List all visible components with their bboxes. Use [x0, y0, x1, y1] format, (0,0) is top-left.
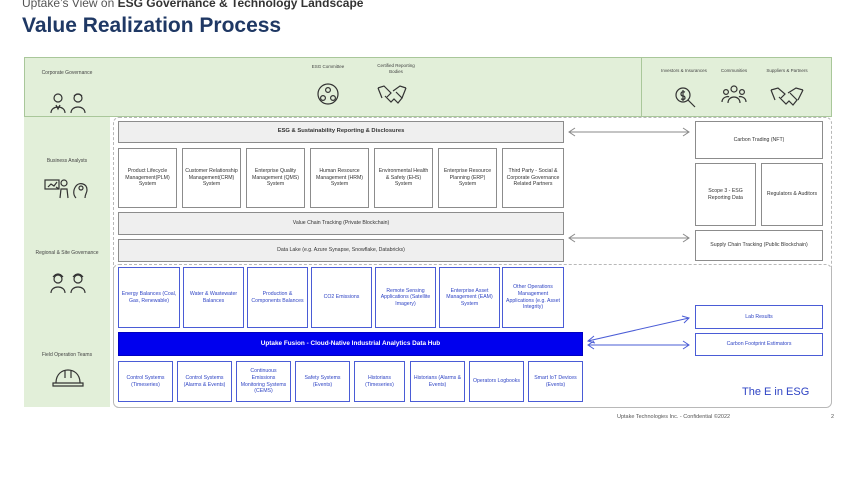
- ehs-system-box: Environmental Health & Safety (EHS) Syst…: [374, 148, 433, 208]
- partners-handshake-icon: [770, 85, 804, 107]
- crm-system-box: Customer Relationship Management(CRM) Sy…: [182, 148, 241, 208]
- safety-systems-box: Safety Systems (Events): [295, 361, 350, 402]
- energy-balances-box: Energy Balances (Coal, Gas, Renewable): [118, 267, 180, 328]
- carbon-footprint-box: Carbon Footprint Estimators: [695, 333, 823, 356]
- regulators-box: Regulators & Auditors: [761, 163, 823, 226]
- footer-confidential: Uptake Technologies Inc. - Confidential …: [617, 414, 731, 420]
- smart-iot-box: Smart IoT Devices (Events): [528, 361, 583, 402]
- scope3-box: Scope 3 - ESG Reporting Data: [695, 163, 756, 226]
- plm-system-box: Product Lifecycle Management(PLM) System: [118, 148, 177, 208]
- arrow-hub-lab-results: [586, 315, 690, 344]
- value-chain-box: Value Chain Tracking (Private Blockchain…: [118, 212, 564, 235]
- production-balances-box: Production & Components Balances: [247, 267, 308, 328]
- erp-system-box: Enterprise Resource Planning (ERP) Syste…: [438, 148, 497, 208]
- remote-sensing-box: Remote Sensing Applications (Satellite I…: [375, 267, 436, 328]
- label-investors: Investors & Insurances: [661, 68, 707, 73]
- executives-icon: [48, 92, 88, 114]
- other-operations-box: Other Operations Management Applications…: [502, 267, 564, 328]
- label-certified-bodies: Certified Reporting Bodies: [377, 63, 415, 74]
- label-business-analysts: Business Analysts: [46, 158, 88, 164]
- stakeholder-band-top: [24, 57, 832, 117]
- eam-system-box: Enterprise Asset Management (EAM) System: [439, 267, 500, 328]
- lab-results-box: Lab Results: [695, 305, 823, 329]
- supply-chain-box: Supply Chain Tracking (Public Blockchain…: [695, 230, 823, 261]
- control-systems-timeseries-box: Control Systems (Timeseries): [118, 361, 173, 402]
- co2-emissions-box: CO2 Emissions: [311, 267, 372, 328]
- historians-timeseries-box: Historians (Timeseries): [354, 361, 405, 402]
- third-party-box: Third Party - Social & Corporate Governa…: [502, 148, 564, 208]
- analysts-icon: [44, 177, 90, 199]
- operators-logbooks-box: Operators Logbooks: [469, 361, 524, 402]
- arrow-datalake-supplychain: [568, 233, 690, 243]
- page-title: Value Realization Process: [22, 14, 282, 37]
- historians-alarms-box: Historians (Alarms & Events): [410, 361, 465, 402]
- reporting-disclosures-box: ESG & Sustainability Reporting & Disclos…: [118, 121, 564, 143]
- e-in-esg-frame: [113, 264, 832, 408]
- hard-hat-icon: [52, 368, 84, 388]
- data-lake-box: Data Lake (e.g. Azure Synapse, Snowflake…: [118, 239, 564, 262]
- stakeholder-band-divider: [641, 58, 642, 116]
- carbon-trading-box: Carbon Trading (NFT): [695, 121, 823, 159]
- label-suppliers: Suppliers & Partners: [766, 68, 808, 73]
- water-balances-box: Water & Wastewater Balances: [183, 267, 244, 328]
- e-in-esg-label: The E in ESG: [742, 386, 810, 398]
- control-systems-alarms-box: Control Systems (Alarms & Events): [177, 361, 232, 402]
- label-communities: Communities: [720, 68, 748, 73]
- site-managers-icon: [48, 272, 88, 294]
- label-esg-committee: ESG Committee: [311, 64, 345, 69]
- arrow-hub-carbon-footprint: [587, 340, 690, 350]
- magnifier-dollar-icon: [673, 85, 697, 109]
- label-field-operation: Field Operation Teams: [41, 352, 93, 358]
- label-regional-governance: Regional & Site Governance: [35, 250, 99, 256]
- community-icon: [721, 84, 747, 104]
- handshake-icon: [377, 84, 407, 106]
- uptake-fusion-hub: Uptake Fusion - Cloud-Native Industrial …: [118, 332, 583, 356]
- page-number: 2: [831, 414, 835, 420]
- cems-box: Continuous Emissions Monitoring Systems …: [236, 361, 291, 402]
- label-corporate-governance: Corporate Governance: [41, 70, 93, 76]
- supertitle: Uptake’s View on ESG Governance & Techno…: [22, 0, 363, 10]
- committee-icon: [316, 82, 340, 106]
- supertitle-bold: ESG Governance & Technology Landscape: [117, 0, 364, 10]
- arrow-reporting-carbon: [568, 127, 690, 137]
- hrm-system-box: Human Resource Management (HRM) System: [310, 148, 369, 208]
- qms-system-box: Enterprise Quality Management (QMS) Syst…: [246, 148, 305, 208]
